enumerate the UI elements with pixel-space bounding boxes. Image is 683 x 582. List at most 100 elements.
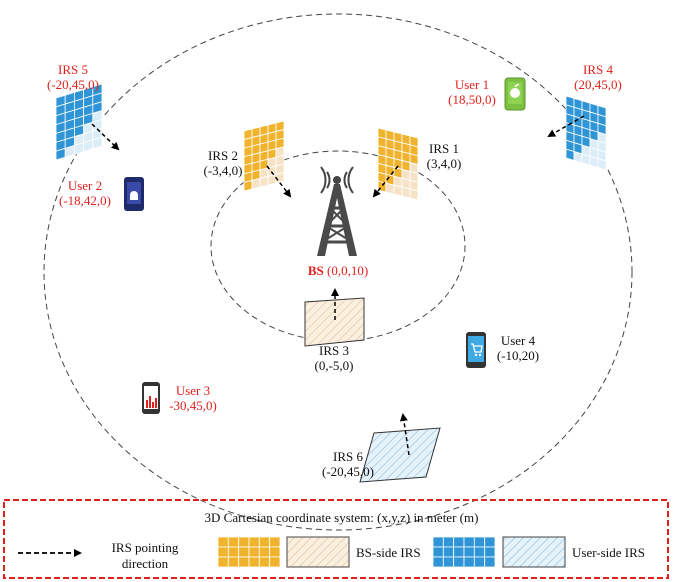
irs-2-label: IRS 2 (-3,4,0): [196, 148, 250, 178]
user-2-label: User 2 (-18,42,0): [48, 178, 122, 208]
irs-element: [259, 175, 269, 188]
bs-name: BS: [307, 263, 324, 278]
user-2-coords: (-18,42,0): [59, 193, 111, 208]
irs-element: [269, 546, 281, 558]
legend-user-side-passive-irs: [502, 536, 566, 568]
outer-coverage-circle: [43, 13, 633, 531]
irs-element: [248, 556, 260, 568]
irs-element: [248, 546, 260, 558]
irs-element: [453, 536, 465, 548]
irs-2-name: IRS 2: [208, 148, 238, 163]
irs-element: [442, 546, 455, 558]
irs-4-coords: (20,45,0): [574, 77, 622, 92]
irs-element: [473, 556, 486, 568]
irs-2-panel: [243, 120, 285, 192]
irs-element: [385, 182, 395, 195]
user-4-coords: (-10,20): [496, 348, 540, 363]
irs-2-pointing-arrow: [266, 165, 292, 198]
irs-element: [393, 184, 403, 197]
irs-element: [227, 536, 240, 548]
user-3-coords: -30,45,0): [169, 398, 217, 413]
irs-element: [573, 151, 583, 164]
irs-element: [248, 536, 260, 548]
user-3-name: User 3: [175, 383, 211, 398]
irs-element: [267, 173, 277, 186]
irs-element: [463, 536, 475, 548]
user-2-name: User 2: [67, 178, 103, 193]
legend-user-side-label: User-side IRS: [572, 545, 646, 560]
irs-element: [275, 171, 285, 184]
irs-element: [432, 556, 444, 568]
irs-5-pointing-arrow: [91, 123, 120, 151]
irs-element: [269, 536, 281, 548]
irs-element: [453, 546, 465, 558]
irs-1-coords: (3,4,0): [426, 156, 462, 171]
irs-3-label: IRS 3 (0,-5,0): [306, 343, 362, 373]
irs-element: [227, 546, 240, 558]
irs-element: [442, 536, 455, 548]
irs-element: [432, 546, 444, 558]
user-1-label: User 1 (18,50,0): [440, 77, 504, 107]
apple-phone-icon: [504, 77, 526, 111]
irs-element: [484, 556, 496, 568]
irs-element: [217, 536, 229, 548]
legend-user-side-active-irs: [432, 536, 496, 568]
irs-5-panel: [55, 83, 103, 161]
irs-6-name: IRS 6: [333, 449, 363, 464]
irs-4-label: IRS 4 (20,45,0): [558, 62, 638, 92]
irs-element: [258, 546, 271, 558]
irs-6-coords: (-20,45,0): [322, 464, 374, 479]
irs-element: [243, 179, 253, 192]
irs-element: [258, 536, 271, 548]
irs-4-panel: [565, 95, 607, 171]
irs-element: [251, 177, 261, 190]
android-phone-icon: [124, 177, 144, 211]
legend-title: 3D Cartesian coordinate system: (x,y,z) …: [204, 510, 479, 525]
irs-5-name: IRS 5: [58, 62, 88, 77]
irs-element: [238, 536, 250, 548]
irs-element: [269, 556, 281, 568]
irs-element: [484, 536, 496, 548]
irs-element: [484, 546, 496, 558]
irs-element: [238, 556, 250, 568]
user-4-name: User 4: [500, 333, 536, 348]
irs-element: [581, 153, 591, 166]
irs-element: [217, 546, 229, 558]
irs-element: [409, 188, 419, 201]
user-3-label: User 3 -30,45,0): [161, 383, 225, 413]
legend-pointing-label: IRS pointing direction: [100, 540, 190, 572]
irs-element: [463, 556, 475, 568]
irs-element: [589, 155, 599, 169]
irs-element: [442, 556, 455, 568]
user-1-name: User 1: [454, 77, 490, 92]
irs-1-label: IRS 1 (3,4,0): [420, 141, 468, 171]
user-4-label: User 4 (-10,20): [488, 333, 548, 363]
irs-element: [473, 536, 486, 548]
legend-pointing-line1: IRS pointing: [111, 540, 179, 555]
irs-element: [227, 556, 240, 568]
legend-pointing-line2: direction: [121, 556, 169, 571]
irs-5-coords: (-20,45,0): [47, 77, 99, 92]
legend-bs-side-label: BS-side IRS: [356, 545, 421, 560]
irs-element: [432, 536, 444, 548]
bs-coords: (0,0,10): [326, 263, 369, 278]
irs-2-coords: (-3,4,0): [203, 163, 243, 178]
irs-4-name: IRS 4: [583, 62, 613, 77]
irs-element: [473, 546, 486, 558]
irs-element: [238, 546, 250, 558]
irs-6-panel: [359, 427, 441, 483]
base-station-tower-icon: [317, 166, 357, 256]
irs-3-name: IRS 3: [319, 343, 349, 358]
bs-label: BS (0,0,10): [290, 263, 386, 278]
irs-element: [92, 136, 103, 150]
legend-bs-side-passive-irs: [286, 536, 350, 568]
irs-element: [217, 556, 229, 568]
irs-element: [597, 158, 607, 171]
legend-bs-side-active-irs: [217, 536, 281, 568]
irs-3-panel: [304, 297, 365, 347]
irs-element: [453, 556, 465, 568]
irs-3-coords: (0,-5,0): [314, 358, 354, 373]
irs-element: [565, 148, 575, 161]
irs-6-label: IRS 6 (-20,45,0): [316, 449, 380, 479]
